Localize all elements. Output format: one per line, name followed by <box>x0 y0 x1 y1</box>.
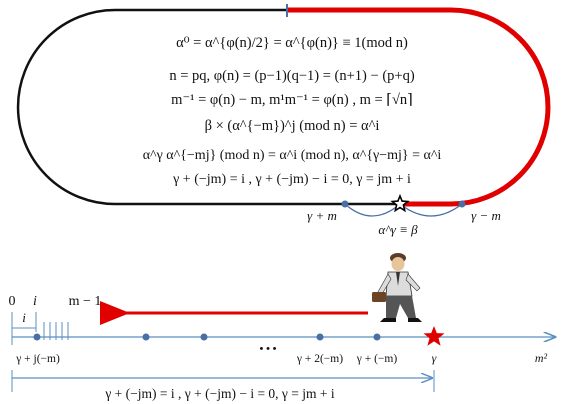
star-icon <box>423 326 445 346</box>
label-gamma-plus-2-minus-m: γ + 2(−m) <box>296 353 343 365</box>
ellipsis: • • • <box>259 343 276 355</box>
label-m-squared: m² <box>535 351 548 365</box>
equation-4: β × (α^{−m})^j (mod n) = α^i <box>205 118 380 134</box>
arc-left <box>344 203 401 217</box>
label-alpha-gamma-equiv-beta: α^γ ≡ β <box>378 222 418 237</box>
equation-6: γ + (−jm) = i , γ + (−jm) − i = 0, γ = j… <box>172 172 411 187</box>
walking-man-icon <box>372 253 422 322</box>
cycle-outline <box>16 8 400 206</box>
node-gamma-minus-m <box>458 200 466 208</box>
label-gamma: γ <box>432 351 437 365</box>
equation-3: m⁻¹ = φ(n) − m, m¹m⁻¹ = φ(n) , m = ⌈√n⌉ <box>171 92 413 108</box>
arc-right <box>399 203 463 217</box>
label-zero: 0 <box>9 294 16 309</box>
dot-gamma-plus-minus-m <box>373 333 381 341</box>
dot-gamma-plus-2-minus-m <box>316 333 324 341</box>
bottom-equation: γ + (−jm) = i , γ + (−jm) − i = 0, γ = j… <box>104 386 335 401</box>
dot-3 <box>200 333 208 341</box>
number-line-panel: 0 i m − 1 i • • • <box>9 253 556 401</box>
equation-1: α⁰ = α^{φ(n)/2} = α^{φ(n)} ≡ 1(mod n) <box>176 35 408 51</box>
node-gamma-plus-m <box>341 200 349 208</box>
label-i: i <box>33 294 37 309</box>
equation-2: n = pq, φ(n) = (p−1)(q−1) = (n+1) − (p+q… <box>169 68 414 84</box>
equation-5: α^γ α^{−mj} (mod n) = α^i (mod n), α^{γ−… <box>143 148 442 163</box>
dot-gamma-plus-j-minus-m <box>33 333 41 341</box>
cycle-panel: α⁰ = α^{φ(n)/2} = α^{φ(n)} ≡ 1(mod n) n … <box>16 4 551 237</box>
cycle-highlight <box>287 7 551 207</box>
label-gamma-minus-m: γ − m <box>471 208 501 223</box>
star-icon <box>390 193 410 213</box>
label-gamma-plus-m: γ + m <box>307 208 337 223</box>
dot-2 <box>142 333 150 341</box>
label-m-minus-1: m − 1 <box>69 294 102 309</box>
label-gamma-plus-j-minus-m: γ + j(−m) <box>15 353 60 365</box>
bracket-i-label: i <box>22 310 26 325</box>
label-gamma-plus-minus-m: γ + (−m) <box>356 353 398 365</box>
